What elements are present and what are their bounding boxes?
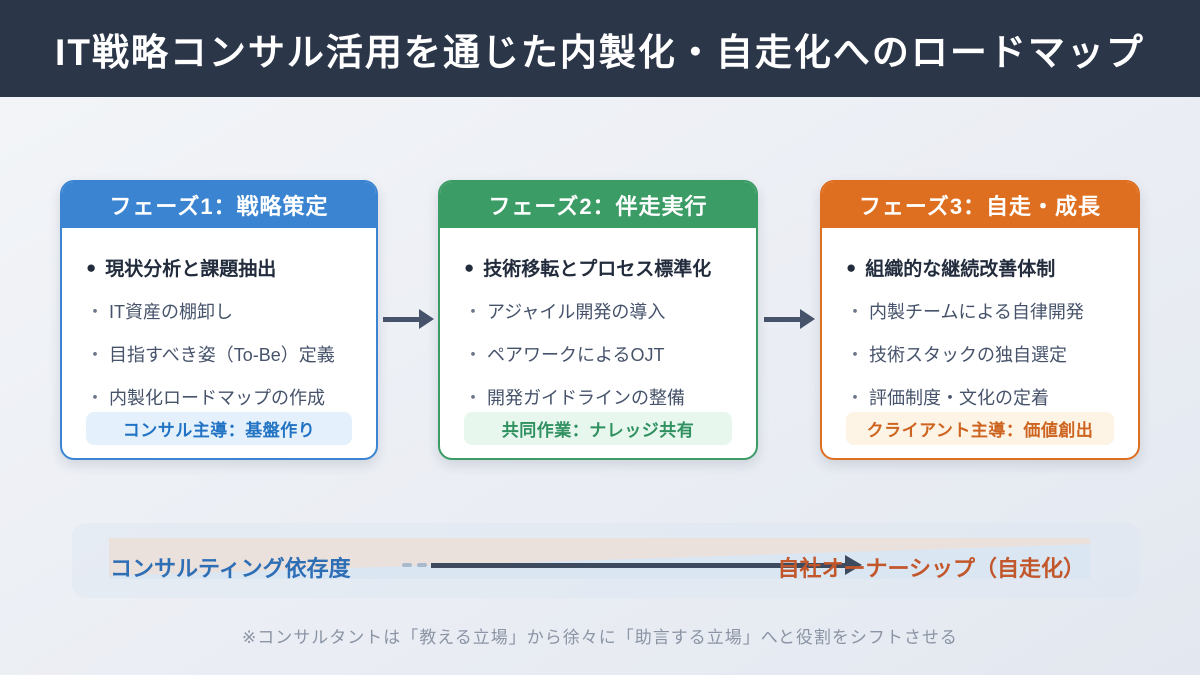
- list-item-text: 内製化ロードマップの作成: [109, 388, 325, 408]
- phase-2-body: ● 技術移転とプロセス標準化 ・アジャイル開発の導入 ・ペアワークによるOJT …: [440, 228, 756, 410]
- item-marker: ・: [846, 345, 864, 365]
- phase-1-card: フェーズ1：戦略策定 ● 現状分析と課題抽出 ・IT資産の棚卸し ・目指すべき姿…: [60, 180, 378, 460]
- flow-arrow-icon: [383, 309, 434, 329]
- footnote: ※コンサルタントは「教える立場」から徐々に「助言する立場」へと役割をシフトさせる: [242, 628, 958, 647]
- phase-3-heading: ● 組織的な継続改善体制: [846, 254, 1114, 281]
- list-item-text: 目指すべき姿（To-Be）定義: [109, 345, 335, 365]
- item-marker: ・: [846, 388, 864, 408]
- item-marker: ・: [86, 302, 104, 322]
- title-bar: IT戦略コンサル活用を通じた内製化・自走化へのロードマップ: [0, 0, 1200, 97]
- list-item-text: IT資産の棚卸し: [109, 302, 233, 322]
- phase-1-heading-text: 現状分析と課題抽出: [105, 259, 277, 280]
- phase-2-heading-text: 技術移転とプロセス標準化: [483, 259, 712, 280]
- flow-arrow-icon: [764, 309, 815, 329]
- list-item: ・開発ガイドラインの整備: [464, 384, 732, 410]
- phase-3-body: ● 組織的な継続改善体制 ・内製チームによる自律開発 ・技術スタックの独自選定 …: [822, 228, 1138, 410]
- item-marker: ・: [464, 388, 482, 408]
- bullet-dot-icon: ●: [464, 258, 475, 277]
- item-marker: ・: [846, 302, 864, 322]
- arrow-dash: [402, 563, 412, 567]
- list-item-text: 開発ガイドラインの整備: [487, 388, 685, 408]
- list-item: ・アジャイル開発の導入: [464, 298, 732, 324]
- list-item: ・評価制度・文化の定着: [846, 384, 1114, 410]
- phase-2-header: フェーズ2：伴走実行: [440, 182, 756, 228]
- page-title: IT戦略コンサル活用を通じた内製化・自走化へのロードマップ: [55, 31, 1145, 73]
- list-item-text: 内製チームによる自律開発: [869, 302, 1084, 322]
- phase-1-heading: ● 現状分析と課題抽出: [86, 254, 352, 281]
- item-marker: ・: [464, 302, 482, 322]
- ownership-label: 自社オーナーシップ（自走化）: [777, 556, 1085, 581]
- bullet-dot-icon: ●: [846, 258, 857, 277]
- phase-3-card: フェーズ3：自走・成長 ● 組織的な継続改善体制 ・内製チームによる自律開発 ・…: [820, 180, 1140, 460]
- arrow-shaft: [383, 316, 419, 322]
- list-item-text: アジャイル開発の導入: [487, 302, 666, 322]
- item-marker: ・: [86, 345, 104, 365]
- list-item: ・内製化ロードマップの作成: [86, 384, 352, 410]
- phase-3-header: フェーズ3：自走・成長: [822, 182, 1138, 228]
- arrow-shaft: [764, 316, 800, 322]
- arrow-head: [800, 309, 815, 329]
- phase-1-badge: コンサル主導：基盤作り: [86, 412, 352, 445]
- list-item: ・ペアワークによるOJT: [464, 341, 732, 367]
- phase-3-heading-text: 組織的な継続改善体制: [865, 259, 1056, 280]
- item-marker: ・: [86, 388, 104, 408]
- phase-2-card: フェーズ2：伴走実行 ● 技術移転とプロセス標準化 ・アジャイル開発の導入 ・ペ…: [438, 180, 758, 460]
- list-item: ・目指すべき姿（To-Be）定義: [86, 341, 352, 367]
- arrow-dash: [417, 563, 427, 567]
- list-item-text: 評価制度・文化の定着: [869, 388, 1049, 408]
- list-item: ・技術スタックの独自選定: [846, 341, 1114, 367]
- arrow-head: [419, 309, 434, 329]
- dependence-label: コンサルティング依存度: [110, 556, 351, 581]
- phase-1-header: フェーズ1：戦略策定: [62, 182, 376, 228]
- phase-3-badge: クライアント主導：価値創出: [846, 412, 1114, 445]
- list-item: ・内製チームによる自律開発: [846, 298, 1114, 324]
- list-item-text: ペアワークによるOJT: [487, 345, 665, 365]
- transition-gradient-bar: [109, 538, 1090, 579]
- bullet-dot-icon: ●: [86, 258, 97, 277]
- transition-arrow-head: [845, 555, 862, 575]
- list-item-text: 技術スタックの独自選定: [869, 345, 1067, 365]
- transition-arrow-shaft: [431, 563, 845, 568]
- item-marker: ・: [464, 345, 482, 365]
- list-item: ・IT資産の棚卸し: [86, 298, 352, 324]
- phase-1-body: ● 現状分析と課題抽出 ・IT資産の棚卸し ・目指すべき姿（To-Be）定義 ・…: [62, 228, 376, 410]
- phase-2-heading: ● 技術移転とプロセス標準化: [464, 254, 732, 281]
- phase-2-badge: 共同作業：ナレッジ共有: [464, 412, 732, 445]
